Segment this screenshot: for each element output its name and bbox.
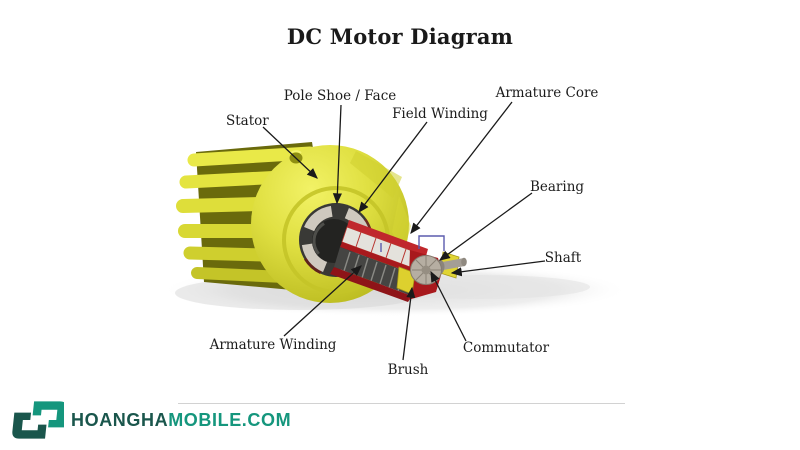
brand-text-primary: HOANGHA [71,409,169,430]
label-armature-core: Armature Core [495,85,599,101]
leader-field-winding [358,121,428,214]
brand-text-secondary: MOBILE.COM [168,409,292,430]
leader-brush [402,286,416,361]
label-commutator: Commutator [462,340,550,356]
leader-commutator [430,270,467,342]
leader-shaft [450,260,546,277]
leader-pole-shoe [332,104,342,205]
footer-divider [178,403,625,404]
brand-text: HOANGHAMOBILE.COM [71,410,291,431]
label-stator: Stator [226,113,269,129]
label-pole-shoe-face: Pole Shoe / Face [283,88,397,104]
label-shaft: Shaft [544,250,582,266]
leader-armature-winding [283,265,362,337]
label-brush: Brush [387,362,429,378]
field-winding-wire [380,235,445,252]
leader-bearing [438,192,533,261]
armature-top-rail [347,220,428,256]
leader-armature-core [410,101,513,235]
label-armature-winding: Armature Winding [209,337,337,353]
commutator [410,255,442,285]
hoangha-h-icon [12,401,64,439]
label-field-winding: Field Winding [392,106,488,122]
pole-shoes [301,205,371,275]
leader-stator [262,126,318,179]
label-bearing: Bearing [529,179,585,195]
hoanghamobile-logo[interactable]: HOANGHAMOBILE.COM [12,398,291,442]
page-title: DC Motor Diagram [286,24,514,49]
